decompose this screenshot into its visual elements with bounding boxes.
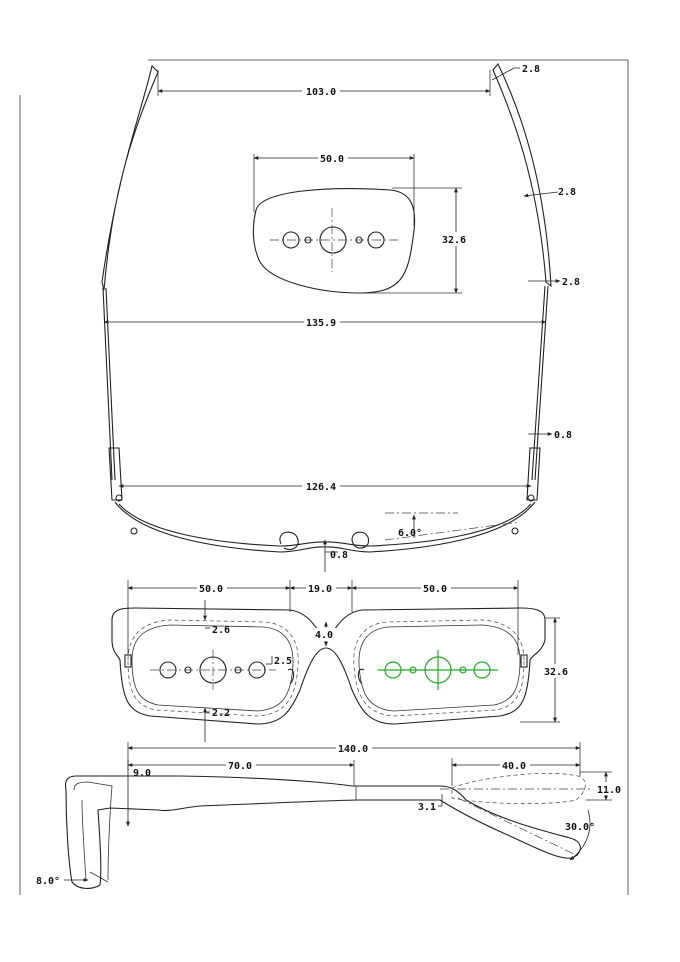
dim-temple-thickness-tip: 2.8 xyxy=(562,277,580,288)
dim-lens-height-top: 32.6 xyxy=(442,235,466,246)
dim-lens-width-left: 50.0 xyxy=(199,584,223,595)
dim-hinge-span: 135.9 xyxy=(306,318,336,329)
top-view: 103.0 2.8 2.8 2.8 50.0 32.6 xyxy=(101,62,580,572)
right-temple-outline xyxy=(492,62,552,288)
side-view: 140.0 70.0 9.0 40.0 11.0 3.1 30.0° 8.0° xyxy=(36,741,622,889)
dim-tip-angle: 30.0° xyxy=(565,822,595,833)
dim-rim-thickness: 0.8 xyxy=(554,430,572,441)
dim-rim-top: 2.6 xyxy=(212,625,230,636)
dim-temple-straight: 70.0 xyxy=(228,761,252,772)
temple-side-outline xyxy=(64,775,581,889)
dim-rim-bottom: 2.2 xyxy=(212,708,230,719)
dim-top-temple-span: 103.0 xyxy=(306,87,336,98)
dim-tip-length: 40.0 xyxy=(502,761,526,772)
dim-temple-thickness-mid: 2.8 xyxy=(558,187,576,198)
left-temple-outline xyxy=(101,64,159,291)
dim-bridge-offset: 0.8 xyxy=(330,550,348,561)
dim-pantoscopic-angle: 6.0° xyxy=(398,528,422,539)
lens-shape-top xyxy=(252,188,416,294)
drawing-frame xyxy=(19,59,629,895)
dim-eye-rim: 2.5 xyxy=(274,656,292,667)
dim-front-inner-span: 126.4 xyxy=(306,482,336,493)
dim-lens-width-top: 50.0 xyxy=(320,154,344,165)
dim-front-depth: 9.0 xyxy=(133,768,151,779)
dim-lens-height-front: 32.6 xyxy=(544,667,568,678)
dim-bridge-height: 4.0 xyxy=(315,630,333,641)
right-lens-holes-highlight xyxy=(378,650,498,690)
dim-temple-thickness-top: 2.8 xyxy=(522,64,540,75)
dim-bridge-width: 19.0 xyxy=(308,584,332,595)
dim-temple-length: 140.0 xyxy=(338,744,368,755)
dim-front-tilt: 8.0° xyxy=(36,876,60,887)
front-view: 50.0 19.0 50.0 2.6 4.0 2.5 32.6 2.2 xyxy=(111,580,572,742)
dim-tip-drop: 11.0 xyxy=(597,785,621,796)
dim-tip-thickness: 3.1 xyxy=(418,802,436,813)
dim-lens-width-right: 50.0 xyxy=(423,584,447,595)
